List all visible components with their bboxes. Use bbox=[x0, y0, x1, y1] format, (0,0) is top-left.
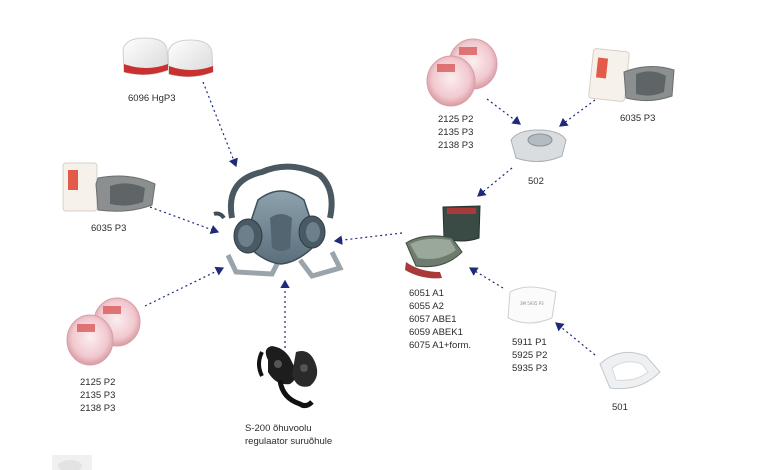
right-pads-label: 2125 P2 2135 P3 2138 P3 bbox=[438, 113, 473, 152]
right-pink-pads-image bbox=[426, 38, 498, 107]
regulator-line-2: regulaator suruõhule bbox=[245, 436, 333, 447]
hg-filter-label: 6096 HgP3 bbox=[128, 93, 176, 104]
cartridge-line-4: 6059 ABEK1 bbox=[409, 327, 463, 338]
cartridge-line-2: 6055 A2 bbox=[409, 301, 444, 312]
left-pads-line-3: 2138 P3 bbox=[80, 403, 116, 414]
regulator-line-1: S-200 õhuvoolu bbox=[245, 423, 312, 434]
cartridge-line-1: 6051 A1 bbox=[409, 288, 444, 299]
retainer-502-image bbox=[510, 129, 567, 162]
cartridge-line-5: 6075 A1+form. bbox=[409, 340, 472, 351]
watermark-logo bbox=[52, 455, 92, 470]
right-pads-line-3: 2138 P3 bbox=[438, 140, 474, 151]
left-pads-line-2: 2135 P3 bbox=[80, 390, 116, 401]
arrow-cartridges-to-mask bbox=[333, 232, 403, 245]
arrow-prefilter-to-cartridges bbox=[468, 267, 504, 289]
hg-filter-image bbox=[122, 37, 214, 78]
arrow-502-to-cartridges bbox=[477, 167, 513, 197]
arrow-right6035-to-502 bbox=[559, 99, 596, 127]
retainer-501-image bbox=[599, 351, 661, 390]
retainer-502-label: 502 bbox=[528, 176, 544, 187]
arrow-left6035-to-mask bbox=[149, 206, 220, 235]
right-pads-line-2: 2135 P3 bbox=[438, 127, 474, 138]
left-pads-line-1: 2125 P2 bbox=[80, 377, 116, 388]
right-pads-line-1: 2125 P2 bbox=[438, 114, 474, 125]
prefilter-label: 5911 P1 5925 P2 5935 P3 bbox=[512, 336, 547, 375]
prefilter-line-1: 5911 P1 bbox=[512, 337, 547, 348]
cartridges-image bbox=[405, 205, 481, 279]
arrow-rightpads-to-502 bbox=[486, 98, 521, 125]
prefilter-image: 3M 5935 P3 bbox=[507, 286, 557, 324]
right-6035-filter-image bbox=[588, 48, 675, 102]
svg-text:3M 5935 P3: 3M 5935 P3 bbox=[520, 301, 544, 306]
half-mask-image bbox=[213, 163, 344, 279]
left-pads-label: 2125 P2 2135 P3 2138 P3 bbox=[80, 376, 115, 415]
left-6035-filter-image bbox=[62, 162, 156, 212]
arrow-leftpads-to-mask bbox=[144, 266, 225, 307]
left-pink-pads-image bbox=[66, 297, 141, 366]
prefilter-line-2: 5925 P2 bbox=[512, 350, 548, 361]
arrow-hg-to-mask bbox=[202, 81, 238, 168]
retainer-501-label: 501 bbox=[612, 402, 628, 413]
regulator-image bbox=[257, 346, 318, 409]
right-6035-label: 6035 P3 bbox=[620, 113, 656, 124]
left-6035-label: 6035 P3 bbox=[91, 223, 127, 234]
cartridges-label: 6051 A1 6055 A2 6057 ABE1 6059 ABEK1 607… bbox=[409, 287, 471, 352]
prefilter-line-3: 5935 P3 bbox=[512, 363, 548, 374]
arrow-501-to-prefilter bbox=[555, 322, 596, 356]
cartridge-line-3: 6057 ABE1 bbox=[409, 314, 457, 325]
regulator-label: S-200 õhuvoolu regulaator suruõhule bbox=[245, 422, 332, 448]
